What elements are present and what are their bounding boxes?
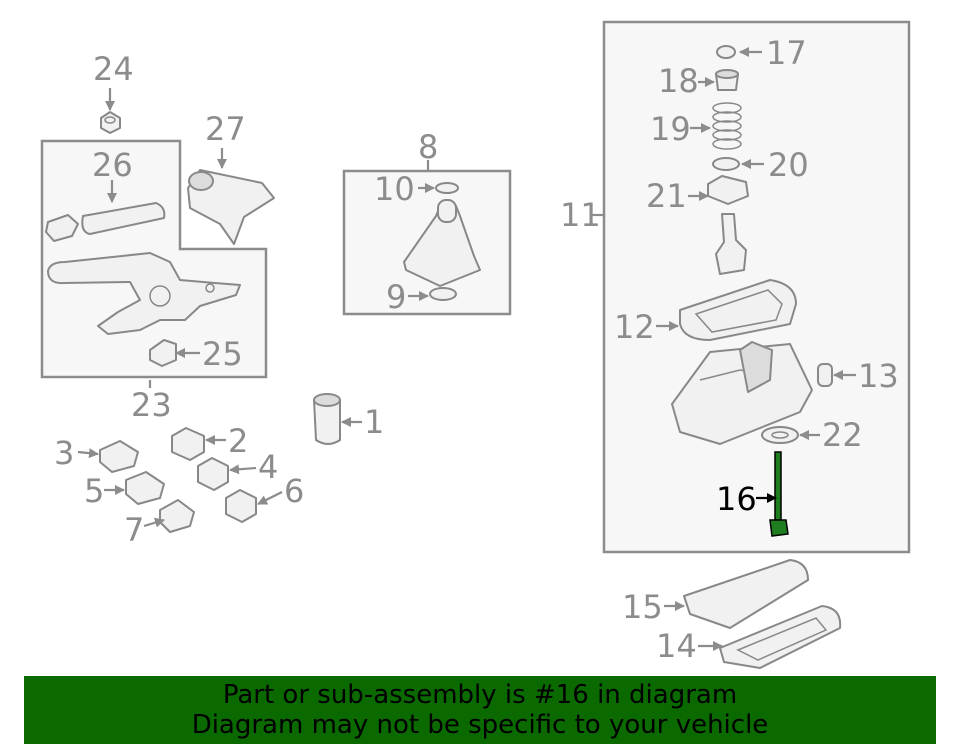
handle-grip-part-26[interactable]: [45, 202, 166, 242]
spring-part-19[interactable]: [712, 102, 742, 150]
shift-lever-shaft[interactable]: [715, 213, 747, 275]
callout-16-highlighted: 16: [716, 480, 757, 518]
callout-19: 19: [650, 110, 691, 148]
tray-part-14[interactable]: [719, 605, 842, 669]
callout-25: 25: [202, 335, 243, 373]
callout-9: 9: [386, 278, 406, 316]
callout-8: 8: [418, 128, 438, 166]
cover-part-15[interactable]: [683, 559, 809, 629]
plate-part-12[interactable]: [679, 279, 797, 341]
callout-17: 17: [766, 34, 807, 72]
bushing-part-18[interactable]: [715, 69, 739, 91]
parking-brake-lever[interactable]: [47, 252, 241, 335]
callout-5: 5: [84, 472, 104, 510]
callout-2: 2: [228, 422, 248, 460]
callout-12: 12: [614, 308, 655, 346]
switch-part-4[interactable]: [197, 457, 229, 491]
callout-22: 22: [822, 416, 863, 454]
switch-part-25[interactable]: [149, 339, 177, 367]
washer-part-22[interactable]: [761, 426, 799, 444]
callout-10: 10: [374, 170, 415, 208]
trim-bezel-part-27[interactable]: [187, 169, 275, 245]
rod-part-16-highlighted[interactable]: [769, 451, 789, 537]
callout-14: 14: [656, 627, 697, 665]
cap-part-17[interactable]: [716, 45, 736, 59]
callout-23: 23: [131, 386, 172, 424]
nut-part-24[interactable]: [100, 111, 121, 134]
callout-26: 26: [92, 146, 133, 184]
socket-part-1[interactable]: [313, 393, 341, 445]
callout-13: 13: [858, 357, 899, 395]
switch-part-7[interactable]: [159, 499, 195, 533]
info-banner: Part or sub-assembly is #16 in diagram D…: [24, 676, 936, 744]
switch-part-3[interactable]: [99, 440, 139, 473]
leader-arrows: [77, 47, 856, 651]
banner-line-1: Part or sub-assembly is #16 in diagram: [222, 680, 738, 710]
callout-6: 6: [284, 472, 304, 510]
shifter-housing[interactable]: [671, 341, 813, 445]
callout-18: 18: [658, 62, 699, 100]
shift-boot[interactable]: [403, 199, 481, 287]
clip-part-10[interactable]: [435, 182, 459, 194]
switch-part-6[interactable]: [225, 489, 257, 523]
callout-27: 27: [205, 110, 246, 148]
grommet-part-13[interactable]: [817, 363, 833, 387]
ring-part-9[interactable]: [429, 287, 457, 301]
callout-7: 7: [124, 511, 144, 549]
switch-part-5[interactable]: [125, 471, 165, 505]
washer-part-20[interactable]: [712, 157, 740, 171]
callout-20: 20: [768, 146, 809, 184]
callout-15: 15: [622, 588, 663, 626]
callout-1: 1: [364, 403, 384, 441]
banner-line-2: Diagram may not be specific to your vehi…: [191, 710, 769, 740]
callout-21: 21: [646, 177, 687, 215]
switch-part-2[interactable]: [171, 427, 205, 461]
callout-24: 24: [93, 50, 134, 88]
callout-11: 11: [560, 196, 601, 234]
callout-4: 4: [258, 448, 278, 486]
callout-3: 3: [54, 434, 74, 472]
